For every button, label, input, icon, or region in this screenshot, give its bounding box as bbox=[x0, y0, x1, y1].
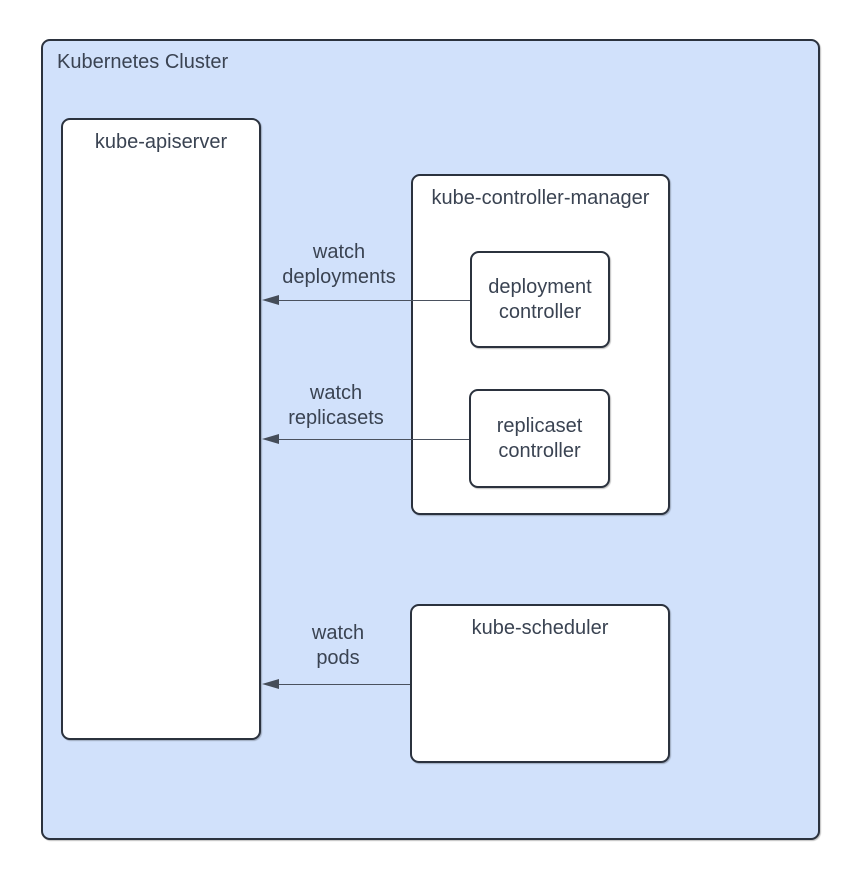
kube-apiserver-label: kube-apiserver bbox=[94, 131, 228, 153]
kube-controller-manager-label: kube-controller-manager bbox=[431, 187, 650, 209]
replicaset-controller-label: replicaset controller bbox=[496, 414, 583, 462]
deployment-controller-label: deployment controller bbox=[488, 275, 592, 323]
edge-line bbox=[272, 684, 410, 685]
node-deployment-controller: deployment controller bbox=[470, 251, 610, 348]
node-replicaset-controller: replicaset controller bbox=[469, 389, 610, 488]
arrowhead-left-icon bbox=[262, 434, 279, 444]
arrowhead-left-icon bbox=[262, 295, 279, 305]
edge-label-watch-replicasets: watch replicasets bbox=[288, 382, 384, 429]
edge-label-watch-pods: watch pods bbox=[311, 622, 365, 669]
edge-line bbox=[272, 300, 470, 301]
node-kube-apiserver: kube-apiserver bbox=[61, 118, 261, 740]
node-kube-scheduler: kube-scheduler bbox=[410, 604, 670, 763]
kube-scheduler-label: kube-scheduler bbox=[471, 617, 609, 639]
edge-line bbox=[272, 439, 469, 440]
edge-label-watch-deployments: watch deployments bbox=[282, 241, 396, 288]
arrowhead-left-icon bbox=[262, 679, 279, 689]
kubernetes-cluster-label: Kubernetes Cluster bbox=[57, 51, 229, 73]
